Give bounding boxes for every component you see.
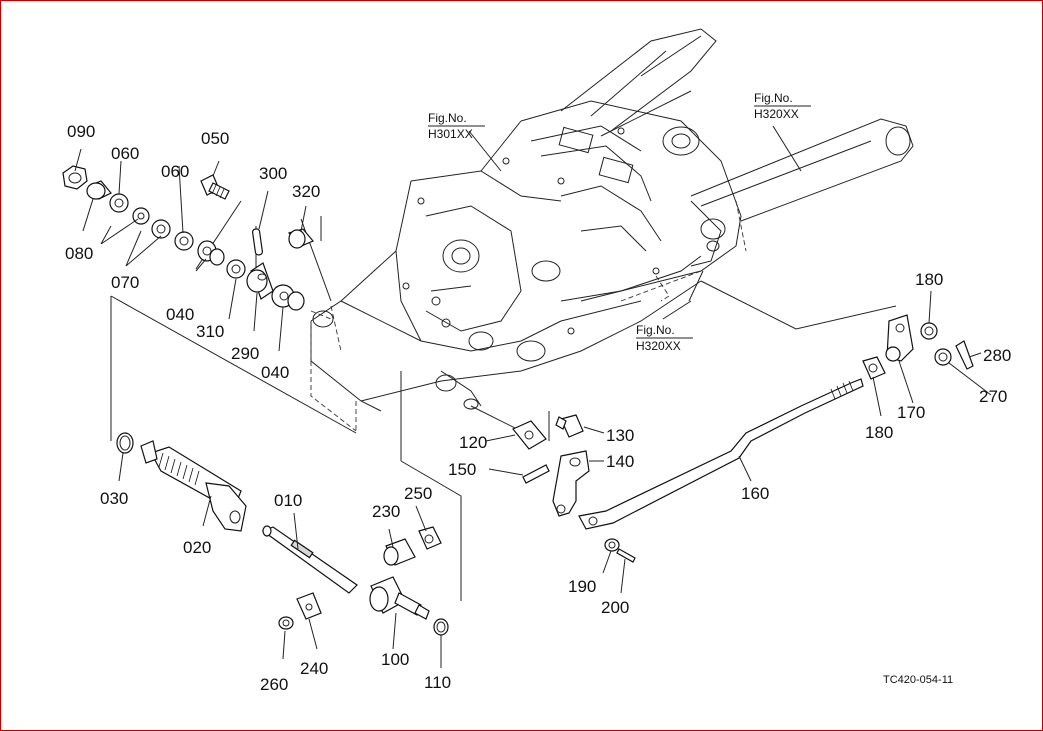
part-label-300[interactable]: 300 (259, 164, 287, 183)
bolt-130-drawing (560, 414, 584, 438)
part-label-100[interactable]: 100 (381, 650, 409, 669)
linkage-parts (512, 378, 864, 563)
part-label-260[interactable]: 260 (260, 675, 288, 694)
part-labels: 090 060 050 060 300 320 080 070 040 310 … (65, 122, 1011, 694)
figure-reference-h320-top[interactable]: Fig.No. H320XX (754, 91, 811, 121)
part-label-290[interactable]: 290 (231, 344, 259, 363)
part-label-170[interactable]: 170 (897, 403, 925, 422)
lever-140-drawing (552, 450, 590, 517)
part-label-250[interactable]: 250 (404, 484, 432, 503)
cotter-pin-200-drawing (616, 548, 636, 563)
washer-070a-drawing (132, 207, 150, 225)
part-label-090[interactable]: 090 (67, 122, 95, 141)
fig-ref-label: Fig.No. (754, 91, 793, 105)
pin-280-drawing (955, 340, 974, 370)
figure-reference-h320-mid[interactable]: Fig.No. H320XX (636, 323, 693, 353)
part-label-230[interactable]: 230 (372, 502, 400, 521)
ring-310-drawing (226, 259, 246, 279)
part-label-310[interactable]: 310 (196, 322, 224, 341)
washer-060a-drawing (109, 193, 129, 213)
part-label-200[interactable]: 200 (601, 598, 629, 617)
lower-shaft-parts (116, 432, 449, 636)
part-label-080[interactable]: 080 (65, 244, 93, 263)
washer-190-drawing (604, 538, 620, 552)
drawing-code: TC420-054-11 (883, 674, 953, 686)
part-label-060[interactable]: 060 (111, 144, 139, 163)
part-label-140[interactable]: 140 (606, 452, 634, 471)
part-label-160[interactable]: 160 (741, 484, 769, 503)
nut-090-drawing (62, 165, 88, 190)
clip-260-drawing (278, 616, 294, 630)
washer-060b-drawing (174, 231, 194, 251)
bracket-170-drawing (885, 314, 914, 362)
part-label-030[interactable]: 030 (100, 489, 128, 508)
rod-010-drawing (261, 525, 358, 594)
bolt-050-drawing (200, 174, 230, 200)
washer-270-drawing (934, 348, 952, 366)
fig-ref-code: H320XX (636, 339, 681, 353)
part-label-320[interactable]: 320 (292, 182, 320, 201)
fig-ref-code: H320XX (754, 107, 799, 121)
part-label-180-b[interactable]: 180 (865, 423, 893, 442)
fig-ref-label: Fig.No. (636, 323, 675, 337)
part-label-040-b[interactable]: 040 (261, 363, 289, 382)
washer-070b-drawing (151, 219, 171, 239)
pin-150-drawing (522, 464, 550, 484)
part-label-240[interactable]: 240 (300, 659, 328, 678)
part-label-020[interactable]: 020 (183, 538, 211, 557)
washer-180a-drawing (920, 322, 938, 340)
fig-ref-label: Fig.No. (428, 111, 467, 125)
block-240-drawing (296, 592, 322, 620)
part-label-280[interactable]: 280 (983, 346, 1011, 365)
part-label-180[interactable]: 180 (915, 270, 943, 289)
shaft-020-drawing (140, 440, 247, 532)
part-label-120[interactable]: 120 (459, 433, 487, 452)
part-label-040[interactable]: 040 (166, 305, 194, 324)
part-label-190[interactable]: 190 (568, 577, 596, 596)
pin-300-drawing (252, 228, 263, 256)
part-label-010[interactable]: 010 (274, 491, 302, 510)
part-label-130[interactable]: 130 (606, 426, 634, 445)
part-label-270[interactable]: 270 (979, 387, 1007, 406)
nut-250-drawing (418, 526, 442, 550)
part-label-050[interactable]: 050 (201, 129, 229, 148)
part-label-060-b[interactable]: 060 (161, 162, 189, 181)
oring-110-drawing (433, 618, 449, 636)
figure-reference-h301[interactable]: Fig.No. H301XX (428, 111, 485, 141)
part-label-110[interactable]: 110 (424, 673, 451, 692)
leader-lines (110, 200, 897, 601)
nut-180b-drawing (862, 356, 886, 380)
label-leaders (74, 125, 992, 668)
shaft-100-drawing (369, 576, 430, 620)
part-label-070[interactable]: 070 (111, 273, 139, 292)
right-linkage-parts (862, 314, 974, 380)
rod-160-drawing (578, 378, 864, 530)
part-label-150[interactable]: 150 (448, 460, 476, 479)
fig-ref-code: H301XX (428, 127, 473, 141)
washer-120-drawing (512, 420, 547, 450)
